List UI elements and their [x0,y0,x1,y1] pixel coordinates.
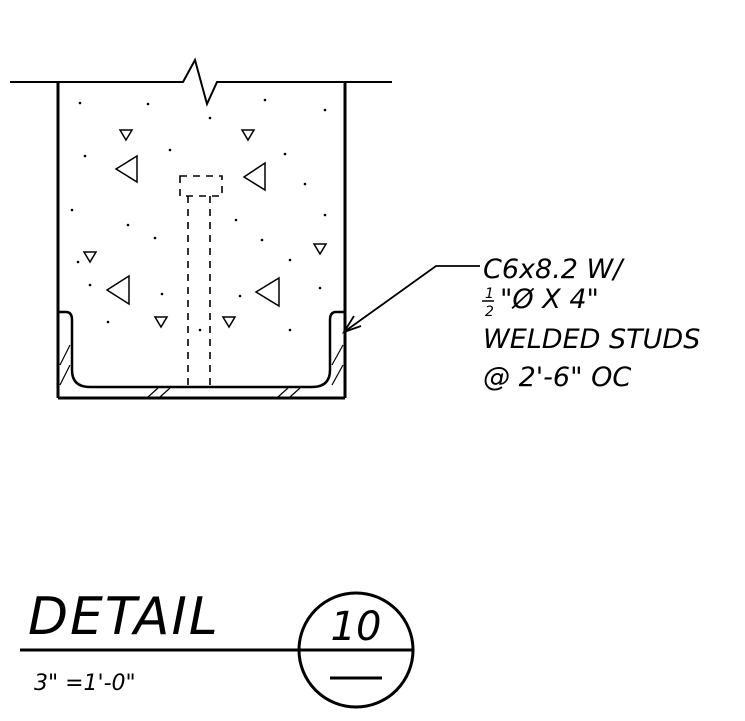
channel-hatching [59,344,344,398]
detail-scale: 3" =1'-0" [34,671,136,696]
callout-leader [341,265,480,334]
detail-number: 10 [331,604,382,650]
callout-line-4: @ 2'-6" OC [483,362,631,393]
callout-note: C6x8.2 W/ 1 2 "Ø X 4" WELDED STUDS @ 2'-… [482,254,700,393]
callout-line-2: "Ø X 4" [500,284,599,315]
aggregate-triangles [82,129,328,329]
detail-title: DETAIL [28,587,220,647]
concrete-beam-outline [56,82,347,400]
steel-channel [58,310,345,389]
detail-number-circle [297,591,415,709]
callout-fraction-denominator: 2 [485,304,494,320]
aggregate-dots [70,98,327,332]
callout-line-1: C6x8.2 W/ [483,254,625,285]
welded-stud [179,175,223,387]
detail-title-block: DETAIL 3" =1'-0" 10 [20,587,415,709]
break-line [10,57,392,107]
callout-line-3: WELDED STUDS [483,324,700,355]
callout-fraction-numerator: 1 [485,286,494,302]
